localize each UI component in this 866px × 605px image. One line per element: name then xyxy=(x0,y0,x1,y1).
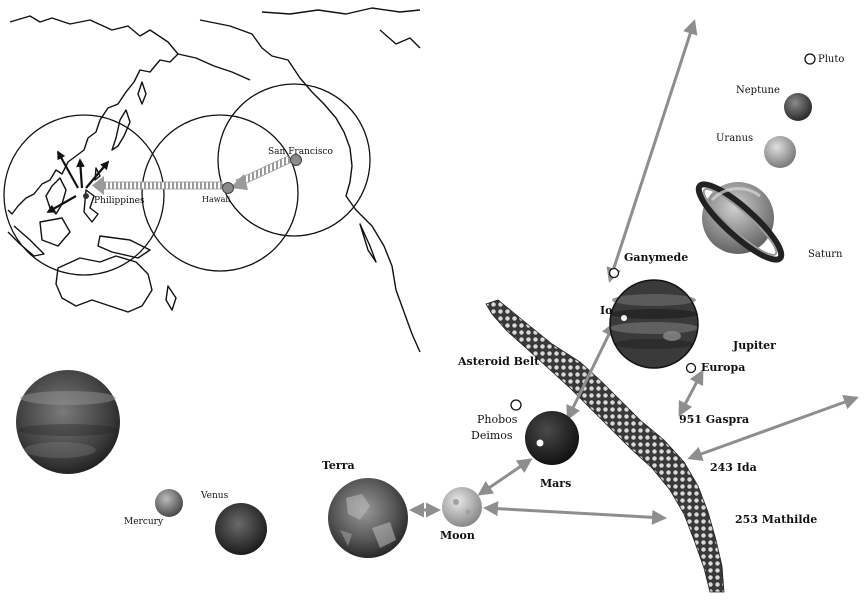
label-phobos: Phobos xyxy=(477,414,517,425)
label-terra: Terra xyxy=(322,460,355,471)
label-europa: Europa xyxy=(701,362,745,373)
arrow-europa-gaspra xyxy=(680,372,702,414)
label-venus: Venus xyxy=(201,492,228,501)
label-jupiter: Jupiter xyxy=(733,340,776,351)
neptune-planet xyxy=(784,93,812,121)
pacific-map xyxy=(8,8,420,352)
new-zealand xyxy=(166,286,176,310)
phobos-deimos-marker xyxy=(511,400,521,410)
mars-planet xyxy=(525,411,579,465)
label-ida: 243 Ida xyxy=(710,462,757,473)
label-pluto: Pluto xyxy=(818,55,844,65)
sakhalin xyxy=(138,82,146,104)
moon-body xyxy=(442,487,482,527)
pluto-marker xyxy=(805,54,815,64)
range-circle-hawaii xyxy=(142,115,298,271)
venus-planet xyxy=(215,503,267,555)
route-arrows xyxy=(92,156,292,195)
arrow-ida-outbound xyxy=(690,398,856,458)
saturn-planet xyxy=(691,175,790,268)
large-planet-left xyxy=(16,370,120,474)
label-mars: Mars xyxy=(540,478,571,489)
label-hawaii: Hawaii xyxy=(202,196,230,204)
label-uranus: Uranus xyxy=(716,134,753,144)
label-san-francisco: San Francisco xyxy=(268,148,333,157)
new-guinea xyxy=(98,236,150,258)
label-io: Io xyxy=(600,305,612,316)
arrow-jupiter-outbound xyxy=(610,22,694,280)
label-ganymede: Ganymede xyxy=(624,252,688,263)
label-gaspra: 951 Gaspra xyxy=(679,414,749,425)
label-neptune: Neptune xyxy=(736,86,780,96)
australia xyxy=(56,256,152,312)
label-asteroid-belt: Asteroid Belt xyxy=(458,356,539,367)
route-hawaii-to-philippines xyxy=(104,182,222,189)
arrow-moon-mathilde xyxy=(486,508,664,518)
mercury-planet xyxy=(155,489,183,517)
label-mathilde: 253 Mathilde xyxy=(735,514,817,525)
jupiter-planet xyxy=(610,280,698,368)
uranus-planet xyxy=(764,136,796,168)
japan-coastline xyxy=(112,110,130,150)
label-moon: Moon xyxy=(440,530,475,541)
label-mercury: Mercury xyxy=(124,518,163,527)
europa-marker xyxy=(687,364,696,373)
label-deimos: Deimos xyxy=(471,430,513,441)
sumatra-java xyxy=(8,226,44,256)
label-saturn: Saturn xyxy=(808,250,843,260)
canada-interior xyxy=(262,8,420,14)
label-philippines: Philippines xyxy=(94,197,145,206)
borneo xyxy=(40,218,70,246)
hawaii-marker xyxy=(223,183,234,194)
ganymede-marker xyxy=(610,269,619,278)
philippines-marker xyxy=(83,193,89,199)
aleutians xyxy=(178,54,250,80)
terra-planet xyxy=(328,478,408,558)
arrow-moon-mars xyxy=(480,460,530,494)
hudson-edges xyxy=(380,30,420,48)
